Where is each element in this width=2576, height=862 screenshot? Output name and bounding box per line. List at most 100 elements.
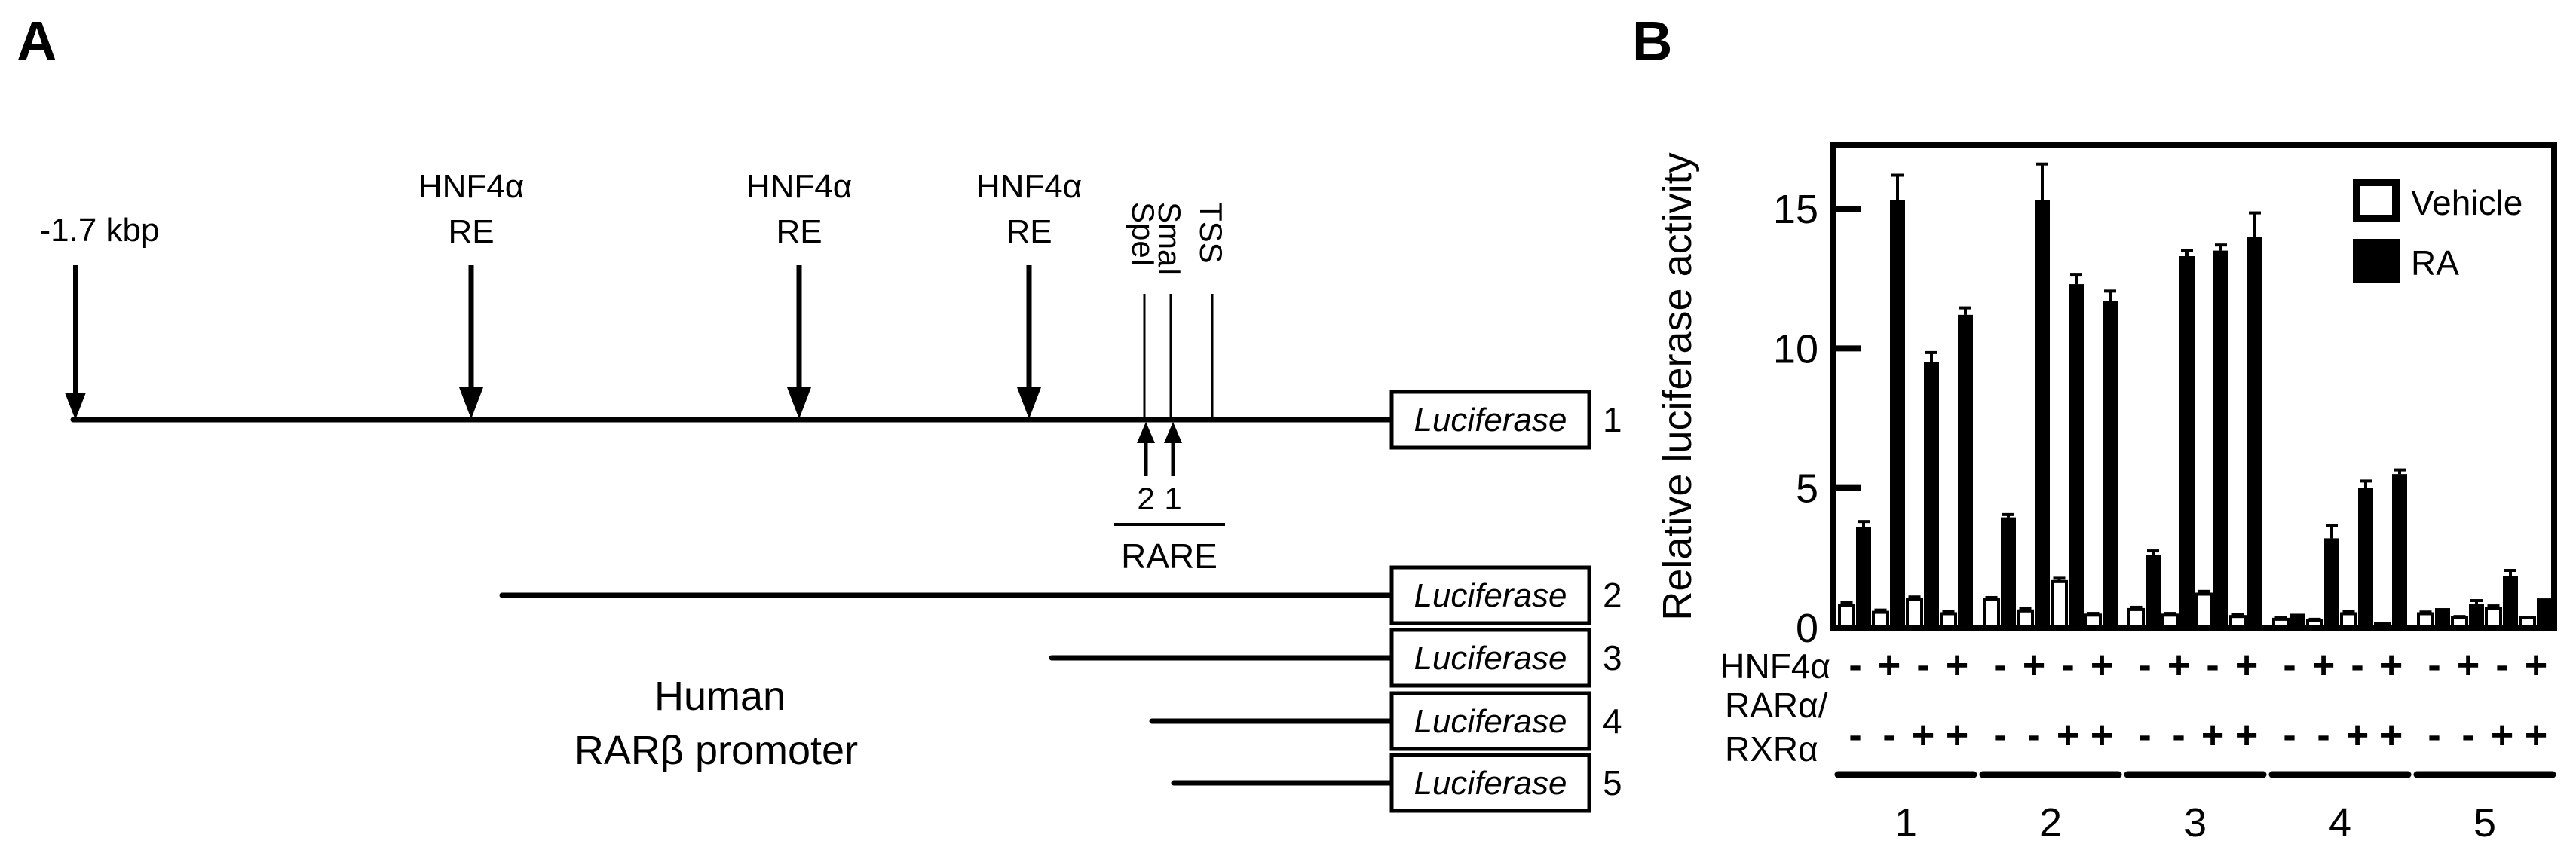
bar-ra-g1-c1: [1856, 527, 1871, 628]
bar-ra-g1-c4: [1958, 314, 1973, 628]
rare-site-number-2: 2: [1137, 481, 1154, 516]
sign-hnf4a-g1-c3: -: [1916, 643, 1929, 687]
y-tick-label-15: 15: [1773, 187, 1818, 232]
rare-arrow-head-1: [1164, 422, 1182, 443]
promoter-name-line2: RARβ promoter: [574, 728, 858, 773]
bar-vehicle-g1-c1: [1838, 604, 1855, 630]
sign-hnf4a-g2-c4: +: [2091, 643, 2113, 687]
sign-hnf4a-g4-c4: +: [2380, 643, 2403, 687]
bar-vehicle-g2-c1: [1983, 598, 2000, 630]
group-number-1: 1: [1894, 800, 1917, 845]
legend-swatch-ra: [2353, 239, 2400, 283]
sign-rar-rxr-g1-c4: +: [1946, 714, 1968, 757]
bar-ra-g5-c4: [2537, 598, 2552, 628]
sign-hnf4a-g3-c4: +: [2235, 643, 2258, 687]
hnf4a-re-label-line2-3: RE: [1006, 213, 1052, 250]
row-label-rara: RARα/: [1725, 686, 1828, 725]
bar-ra-g5-c3: [2503, 576, 2518, 628]
hnf4a-re-label-line2-2: RE: [776, 213, 822, 250]
group-number-4: 4: [2329, 800, 2351, 845]
luciferase-box-label-2: Luciferase: [1414, 577, 1567, 614]
sign-rar-rxr-g5-c1: -: [2427, 714, 2440, 757]
sign-hnf4a-g1-c4: +: [1946, 643, 1968, 687]
sign-hnf4a-g1-c1: -: [1849, 643, 1861, 687]
site-label-spei: SpeI: [1126, 202, 1161, 267]
bar-ra-g2-c4: [2103, 301, 2118, 628]
luciferase-box-2: [1389, 565, 1591, 625]
legend-label-ra: RA: [2411, 243, 2459, 283]
sign-rar-rxr-g4-c1: -: [2283, 714, 2296, 757]
sign-hnf4a-g4-c3: -: [2351, 643, 2363, 687]
plot-frame: [1830, 142, 2557, 631]
bar-ra-g4-c2: [2324, 538, 2339, 628]
bar-ra-g1-c2: [1890, 200, 1905, 628]
bar-ra-g4-c1: [2290, 613, 2305, 628]
sign-hnf4a-g5-c2: +: [2457, 643, 2480, 687]
group-number-5: 5: [2473, 800, 2496, 845]
sign-rar-rxr-g1-c2: -: [1882, 714, 1895, 757]
luciferase-box-1: [1389, 390, 1591, 450]
rare-label: RARE: [1121, 536, 1218, 576]
rare-site-number-1: 1: [1164, 481, 1181, 516]
bar-vehicle-g2-c3: [2051, 579, 2068, 630]
sign-rar-rxr-g4-c2: -: [2317, 714, 2329, 757]
luciferase-box-label-1: Luciferase: [1414, 402, 1567, 439]
sign-hnf4a-g5-c3: -: [2495, 643, 2508, 687]
luciferase-box-5: [1389, 753, 1591, 813]
bar-ra-g3-c3: [2213, 250, 2228, 628]
row-label-rxra: RXRα: [1725, 729, 1818, 769]
bar-vehicle-g1-c3: [1906, 598, 1923, 630]
luciferase-box-label-5: Luciferase: [1414, 765, 1567, 802]
bar-ra-g3-c1: [2146, 555, 2161, 628]
panel-a-label: A: [17, 10, 57, 72]
sign-rar-rxr-g2-c4: +: [2091, 714, 2113, 757]
start-arrow-head: [65, 393, 86, 420]
y-axis-label: Relative luciferase activity: [1655, 152, 1700, 620]
construct-number-3: 3: [1603, 638, 1622, 677]
luciferase-activity-chart: --+--+++1--+--+++2--+--+++3--+--+++4--+-…: [1773, 142, 2557, 845]
bar-ra-g5-c2: [2469, 604, 2484, 628]
sign-rar-rxr-g3-c1: -: [2138, 714, 2151, 757]
sign-rar-rxr-g4-c4: +: [2380, 714, 2403, 757]
bar-vehicle-g3-c3: [2195, 592, 2213, 630]
sign-hnf4a-g3-c1: -: [2138, 643, 2151, 687]
group-number-3: 3: [2184, 800, 2207, 845]
y-tick-label-5: 5: [1796, 466, 1818, 512]
sign-rar-rxr-g5-c3: +: [2491, 714, 2513, 757]
sign-rar-rxr-g4-c3: +: [2346, 714, 2369, 757]
sign-hnf4a-g4-c2: +: [2312, 643, 2335, 687]
hnf4a-re-label-line1-2: HNF4α: [746, 168, 852, 205]
rare-arrow-head-2: [1137, 422, 1155, 443]
luciferase-box-3: [1389, 628, 1591, 688]
construct-number-5: 5: [1603, 763, 1622, 802]
legend: Vehicle RA: [2353, 179, 2522, 283]
bar-ra-g4-c4: [2392, 474, 2407, 628]
bar-ra-g3-c4: [2247, 237, 2262, 628]
sign-rar-rxr-g1-c3: +: [1912, 714, 1934, 757]
construct-number-1: 1: [1603, 400, 1622, 439]
luciferase-box-label-3: Luciferase: [1414, 640, 1567, 677]
promoter-name-line1: Human: [654, 674, 786, 719]
sign-hnf4a-g1-c2: +: [1878, 643, 1901, 687]
sign-rar-rxr-g2-c2: -: [2027, 714, 2040, 757]
luciferase-box-label-4: Luciferase: [1414, 703, 1567, 740]
sign-rar-rxr-g5-c4: +: [2525, 714, 2547, 757]
site-label-tss: TSS: [1193, 202, 1229, 264]
hnf4a-re-arrow-head-3: [1017, 387, 1041, 419]
y-tick-label-10: 10: [1773, 326, 1818, 371]
legend-label-vehicle: Vehicle: [2411, 183, 2522, 222]
hnf4a-re-arrow-head-2: [787, 387, 811, 419]
row-label-hnf4a: HNF4α: [1720, 646, 1830, 686]
bar-ra-g2-c3: [2069, 284, 2084, 628]
sign-hnf4a-g2-c3: -: [2061, 643, 2074, 687]
panel-b-label: B: [1632, 10, 1672, 72]
sign-rar-rxr-g3-c2: -: [2172, 714, 2185, 757]
sign-rar-rxr-g2-c1: -: [1993, 714, 2006, 757]
legend-swatch-vehicle: [2353, 179, 2400, 222]
hnf4a-re-label-line1-3: HNF4α: [976, 168, 1082, 205]
sign-hnf4a-g5-c4: +: [2525, 643, 2547, 687]
hnf4a-re-arrow-head-1: [459, 387, 483, 419]
